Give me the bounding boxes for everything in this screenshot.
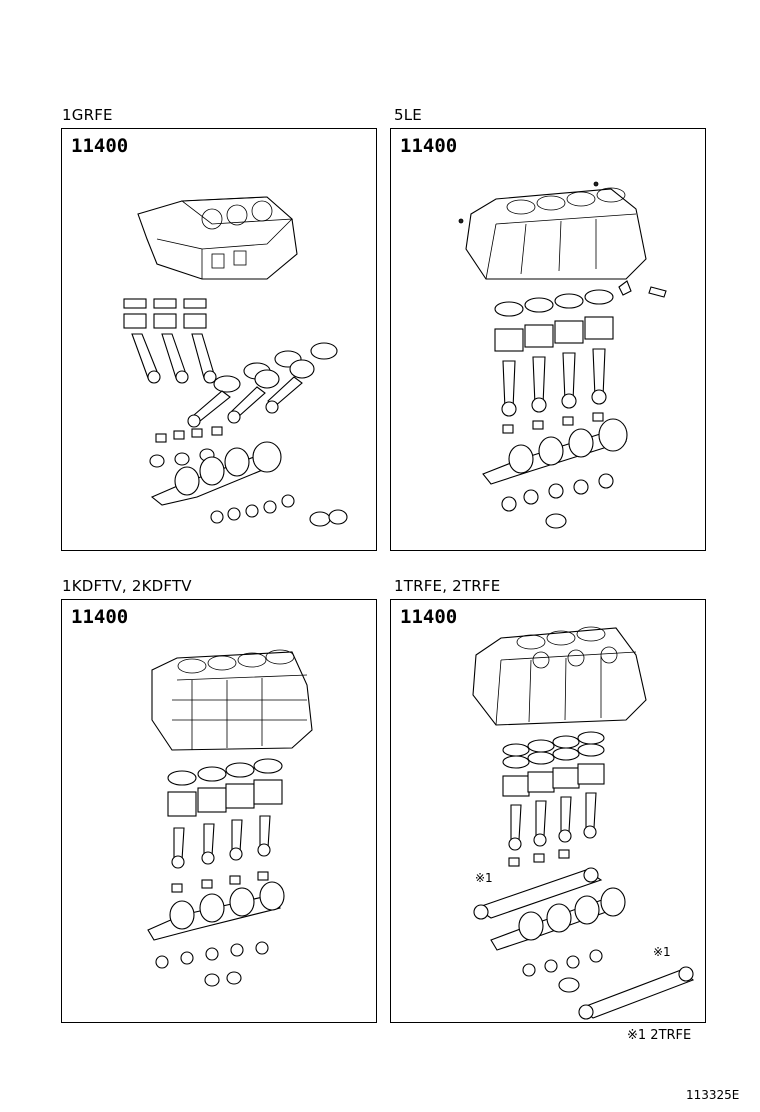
part-number[interactable]: 11400	[71, 606, 129, 628]
short-block-illustration	[147, 649, 313, 987]
engine-label-5le: 5LE	[394, 106, 422, 124]
cylinder-block-drawing	[137, 196, 298, 280]
callout-mark: ※1	[475, 871, 493, 885]
diagram-panel-1grfe: 11400	[61, 128, 377, 551]
crankshaft-and-bearings	[147, 871, 285, 987]
short-block-illustration	[123, 196, 348, 527]
piston-rod-set	[494, 289, 614, 417]
balance-shaft-upper: ※1	[473, 867, 603, 920]
footnote: ※1 2TRFE	[627, 1028, 692, 1043]
crankshaft-and-bearings	[482, 412, 628, 529]
cylinder-block-drawing	[458, 181, 667, 298]
engine-label-1trfe-2trfe: 1TRFE, 2TRFE	[394, 577, 501, 595]
crankshaft-and-bearings	[149, 426, 348, 527]
balance-shaft-lower: ※1	[578, 945, 695, 1020]
part-number[interactable]: 11400	[71, 135, 129, 157]
drawing-number: 113325E	[686, 1088, 740, 1102]
diagram-panel-1kdftv-2kdftv: 11400	[61, 599, 377, 1023]
short-block-illustration	[458, 181, 667, 529]
engine-label-1kdftv-2kdftv: 1KDFTV, 2KDFTV	[62, 577, 192, 595]
piston-rod-set-right	[187, 342, 338, 428]
engine-label-1grfe: 1GRFE	[62, 106, 113, 124]
part-number[interactable]: 11400	[400, 606, 458, 628]
piston-rod-set	[167, 758, 283, 869]
part-number[interactable]: 11400	[400, 135, 458, 157]
cylinder-block-drawing	[151, 649, 313, 751]
piston-rod-set	[502, 731, 605, 851]
piston-rod-set-left	[123, 298, 217, 384]
diagram-panel-1trfe-2trfe: 11400 ※1 ※1	[390, 599, 706, 1023]
diagram-panel-5le: 11400	[390, 128, 706, 551]
short-block-illustration: ※1 ※1	[472, 626, 695, 1020]
callout-mark: ※1	[653, 945, 671, 959]
cylinder-block-drawing	[472, 626, 647, 726]
crankshaft-and-bearings	[490, 849, 626, 993]
